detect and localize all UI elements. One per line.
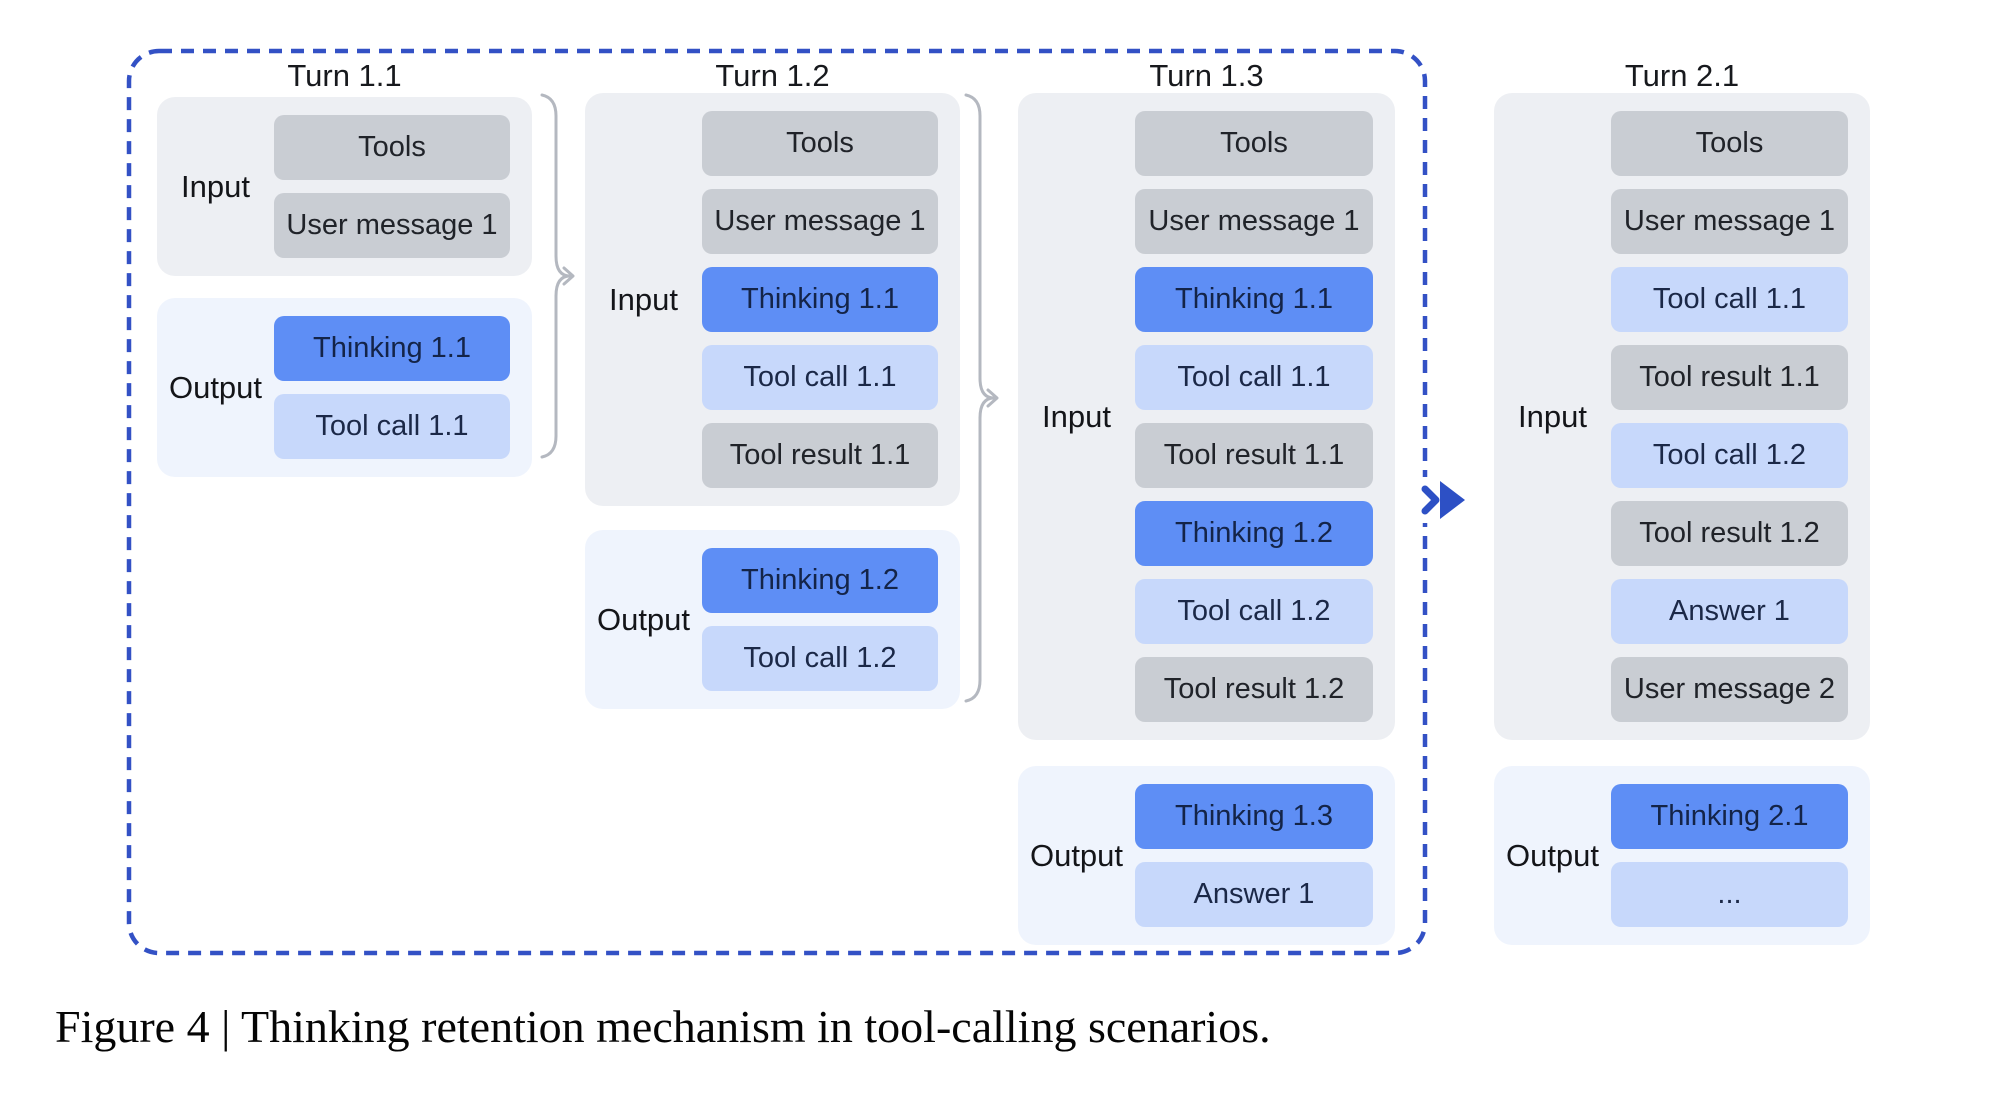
box-tool-call-1-2: Tool call 1.2 xyxy=(1135,579,1373,644)
box-tool-result-1-1: Tool result 1.1 xyxy=(702,423,938,488)
box-thinking-1-1: Thinking 1.1 xyxy=(702,267,938,332)
box-user-message-1: User message 1 xyxy=(274,193,510,258)
output-label: Output xyxy=(596,601,691,637)
input-message-stack: Tools User message 1 xyxy=(274,115,510,258)
turn-title: Turn 1.2 xyxy=(715,58,830,93)
turn-1-1-input-group: Input Tools User message 1 xyxy=(157,97,532,276)
box-tool-call-1-2: Tool call 1.2 xyxy=(1611,423,1848,488)
turn-1-3-column: Turn 1.3 Input Tools User message 1 Thin… xyxy=(1018,0,1395,1000)
next-turn-arrow-icon xyxy=(1420,477,1465,523)
box-tool-call-1-1: Tool call 1.1 xyxy=(1135,345,1373,410)
input-label: Input xyxy=(609,281,678,317)
box-tools: Tools xyxy=(274,115,510,180)
output-message-stack: Thinking 1.2 Tool call 1.2 xyxy=(702,548,938,691)
input-message-stack: Tools User message 1 Thinking 1.1 Tool c… xyxy=(1135,111,1373,722)
carry-forward-brace-arrow-1 xyxy=(540,93,575,459)
turn-1-1-output-group: Output Thinking 1.1 Tool call 1.1 xyxy=(157,298,532,477)
box-tool-call-1-1: Tool call 1.1 xyxy=(1611,267,1848,332)
input-label: Input xyxy=(181,168,250,204)
output-label: Output xyxy=(168,369,263,405)
turn-1-2-output-group: Output Thinking 1.2 Tool call 1.2 xyxy=(585,530,960,709)
turn-2-1-column: Turn 2.1 Input Tools User message 1 Tool… xyxy=(1494,0,1870,1000)
turn-2-1-output-group: Output Thinking 2.1 ... xyxy=(1494,766,1870,945)
box-thinking-1-3: Thinking 1.3 xyxy=(1135,784,1373,849)
box-tools: Tools xyxy=(702,111,938,176)
input-label: Input xyxy=(1042,398,1111,434)
box-thinking-2-1: Thinking 2.1 xyxy=(1611,784,1848,849)
box-ellipsis: ... xyxy=(1611,862,1848,927)
turn-title: Turn 2.1 xyxy=(1624,58,1740,93)
output-label: Output xyxy=(1029,837,1124,873)
turn-1-3-output-group: Output Thinking 1.3 Answer 1 xyxy=(1018,766,1395,945)
figure-caption: Figure 4 | Thinking retention mechanism … xyxy=(55,1001,1271,1052)
box-tools: Tools xyxy=(1611,111,1848,176)
box-user-message-1: User message 1 xyxy=(1135,189,1373,254)
box-tool-result-1-2: Tool result 1.2 xyxy=(1135,657,1373,722)
box-tool-result-1-1: Tool result 1.1 xyxy=(1611,345,1848,410)
turn-title: Turn 1.1 xyxy=(287,58,402,93)
box-answer-1: Answer 1 xyxy=(1611,579,1848,644)
box-user-message-1: User message 1 xyxy=(702,189,938,254)
turn-1-3-input-group: Input Tools User message 1 Thinking 1.1 … xyxy=(1018,93,1395,740)
turn-1-2-input-group: Input Tools User message 1 Thinking 1.1 … xyxy=(585,93,960,506)
box-user-message-2: User message 2 xyxy=(1611,657,1848,722)
box-tools: Tools xyxy=(1135,111,1373,176)
box-tool-call-1-1: Tool call 1.1 xyxy=(702,345,938,410)
input-label: Input xyxy=(1518,398,1587,434)
box-thinking-1-1: Thinking 1.1 xyxy=(274,316,510,381)
output-label: Output xyxy=(1505,837,1600,873)
box-thinking-1-2: Thinking 1.2 xyxy=(702,548,938,613)
box-tool-result-1-1: Tool result 1.1 xyxy=(1135,423,1373,488)
box-thinking-1-1: Thinking 1.1 xyxy=(1135,267,1373,332)
input-message-stack: Tools User message 1 Thinking 1.1 Tool c… xyxy=(702,111,938,488)
turn-title: Turn 1.3 xyxy=(1149,58,1264,93)
box-tool-call-1-2: Tool call 1.2 xyxy=(702,626,938,691)
box-tool-call-1-1: Tool call 1.1 xyxy=(274,394,510,459)
output-message-stack: Thinking 1.3 Answer 1 xyxy=(1135,784,1373,927)
turn-1-2-column: Turn 1.2 Input Tools User message 1 Thin… xyxy=(585,0,960,1000)
box-answer-1: Answer 1 xyxy=(1135,862,1373,927)
turn-2-1-input-group: Input Tools User message 1 Tool call 1.1… xyxy=(1494,93,1870,740)
output-message-stack: Thinking 1.1 Tool call 1.1 xyxy=(274,316,510,459)
carry-forward-brace-arrow-2 xyxy=(964,93,999,703)
input-message-stack: Tools User message 1 Tool call 1.1 Tool … xyxy=(1611,111,1848,722)
box-tool-result-1-2: Tool result 1.2 xyxy=(1611,501,1848,566)
box-thinking-1-2: Thinking 1.2 xyxy=(1135,501,1373,566)
turn-1-1-column: Turn 1.1 Input Tools User message 1 Outp… xyxy=(157,0,532,1000)
box-user-message-1: User message 1 xyxy=(1611,189,1848,254)
output-message-stack: Thinking 2.1 ... xyxy=(1611,784,1848,927)
